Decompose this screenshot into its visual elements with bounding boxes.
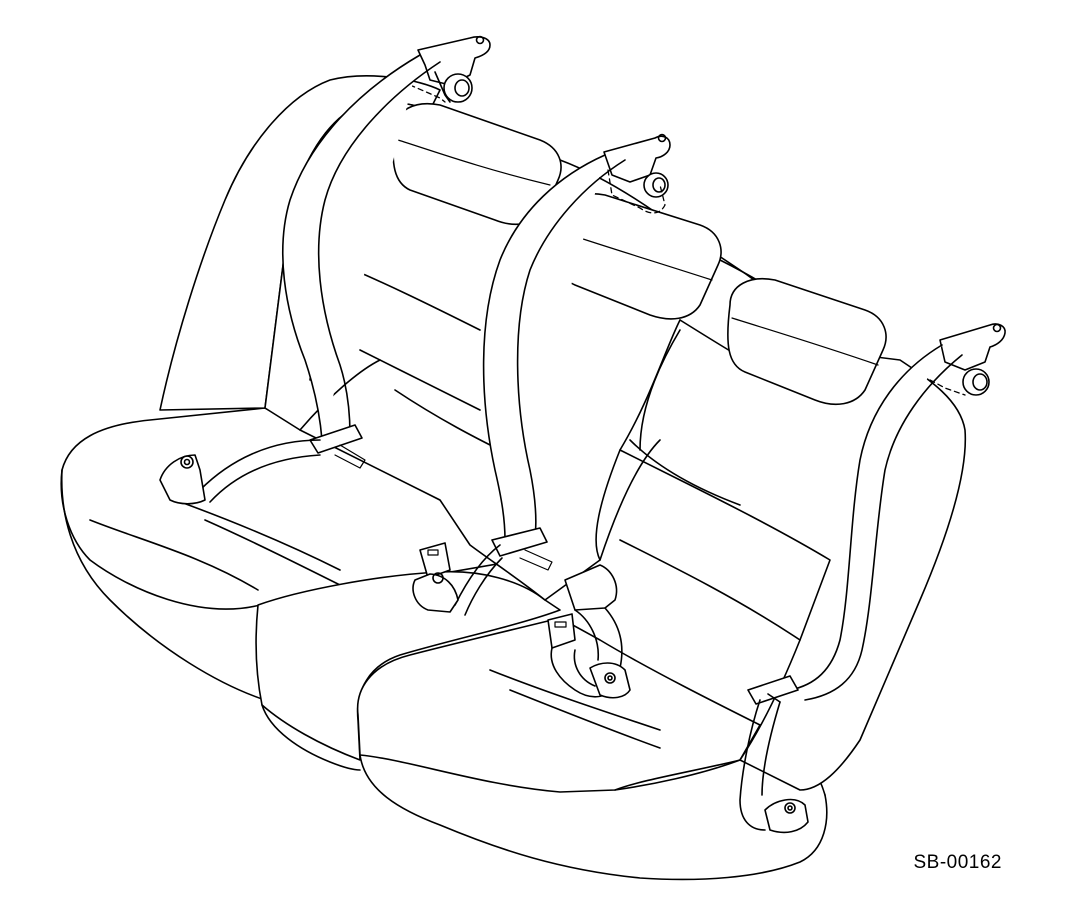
headrest-right: [727, 278, 887, 406]
center-seat-belt: [412, 133, 671, 616]
center-buckle-strap: [547, 564, 631, 699]
seat-cushion: [60, 407, 828, 881]
right-seat-belt: [739, 323, 1006, 834]
figure-code: SB-00162: [913, 852, 1002, 873]
left-seat-belt: [159, 35, 491, 505]
